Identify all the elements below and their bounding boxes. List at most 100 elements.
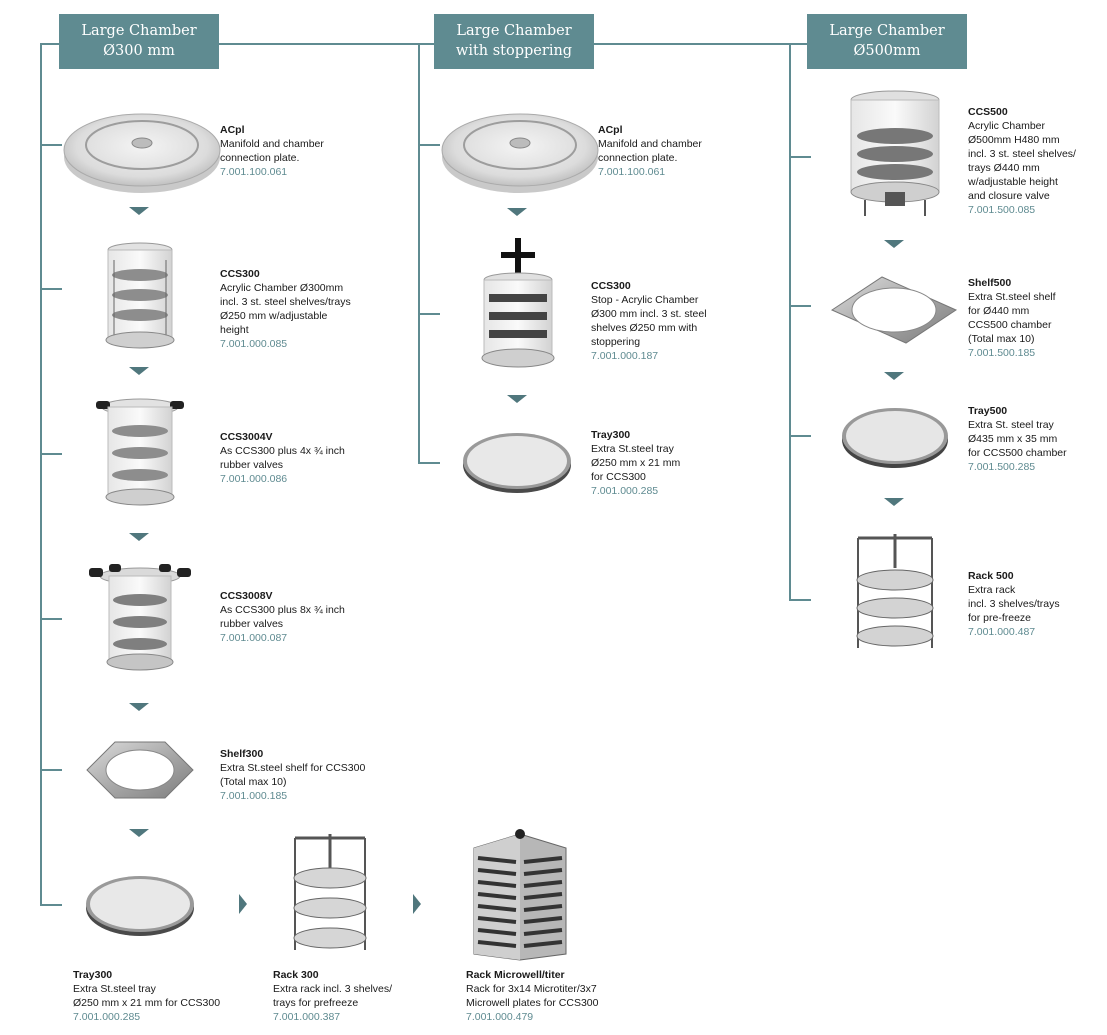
tick bbox=[40, 288, 62, 290]
product-name: ACpl bbox=[220, 124, 245, 136]
product-description: As CCS300 plus 8x ¾ inch rubber valves bbox=[220, 604, 345, 630]
product-tray500: Tray500 Extra St. steel tray Ø435 mm x 3… bbox=[968, 404, 1067, 474]
product-rack500: Rack 500 Extra rack incl. 3 shelves/tray… bbox=[968, 569, 1060, 639]
tray300-image bbox=[86, 876, 194, 936]
product-name: CCS3008V bbox=[220, 590, 273, 602]
rack500-image bbox=[856, 534, 934, 648]
product-code: 7.001.100.061 bbox=[220, 166, 288, 178]
product-code: 7.001.000.086 bbox=[220, 473, 288, 485]
product-name: Tray300 bbox=[73, 969, 113, 981]
product-ccs300-stop: CCS300 Stop - Acrylic Chamber Ø300 mm in… bbox=[591, 279, 707, 363]
header-line1: Large Chamber bbox=[829, 23, 945, 39]
product-name: Rack 300 bbox=[273, 969, 319, 981]
product-description: Acrylic Chamber Ø300mm incl. 3 st. steel… bbox=[220, 282, 351, 336]
header-large-chamber-500: Large Chamber Ø500mm bbox=[807, 14, 967, 69]
product-description: Extra rack incl. 3 shelves/ trays for pr… bbox=[273, 983, 393, 1009]
product-code: 7.001.000.285 bbox=[73, 1011, 141, 1023]
product-name: Rack Microwell/titer bbox=[466, 969, 565, 981]
product-acpl-stoppering: ACpl Manifold and chamber connection pla… bbox=[598, 123, 702, 179]
tick bbox=[40, 144, 62, 146]
arrow-down-icon bbox=[129, 367, 149, 375]
header-line1: Large Chamber bbox=[456, 23, 572, 39]
product-rack300: Rack 300 Extra rack incl. 3 shelves/ tra… bbox=[273, 968, 392, 1024]
arrow-down-icon bbox=[129, 829, 149, 837]
product-description: Manifold and chamber connection plate. bbox=[220, 138, 324, 164]
product-description: Acrylic Chamber Ø500mm H480 mm incl. 3 s… bbox=[968, 120, 1076, 202]
product-description: Extra St.steel shelf for Ø440 mm CCS500 … bbox=[968, 291, 1056, 345]
arrow-down-icon bbox=[129, 703, 149, 711]
tick bbox=[418, 462, 440, 464]
tick bbox=[789, 599, 811, 601]
tick bbox=[40, 904, 62, 906]
product-shelf300: Shelf300 Extra St.steel shelf for CCS300… bbox=[220, 747, 365, 803]
product-name: Tray300 bbox=[591, 429, 631, 441]
tick bbox=[418, 313, 440, 315]
tray500-image bbox=[842, 408, 948, 468]
arrow-down-icon bbox=[884, 498, 904, 506]
product-ccs500: CCS500 Acrylic Chamber Ø500mm H480 mm in… bbox=[968, 105, 1076, 217]
product-tray300: Tray300 Extra St.steel tray Ø250 mm x 21… bbox=[73, 968, 220, 1024]
tick bbox=[40, 769, 62, 771]
arrow-down-icon bbox=[507, 395, 527, 403]
product-name: CCS300 bbox=[591, 280, 631, 292]
product-code: 7.001.000.085 bbox=[220, 338, 288, 350]
product-description: Extra St. steel tray Ø435 mm x 35 mm for… bbox=[968, 419, 1067, 459]
arrow-down-icon bbox=[884, 372, 904, 380]
header-line2: with stoppering bbox=[455, 43, 573, 59]
connector-col3-vertical bbox=[789, 43, 791, 601]
product-name: ACpl bbox=[598, 124, 623, 136]
product-name: CCS500 bbox=[968, 106, 1008, 118]
tick bbox=[789, 156, 811, 158]
connector-top-line bbox=[40, 43, 807, 45]
connector-col1-vertical bbox=[40, 43, 42, 906]
product-code: 7.001.000.487 bbox=[968, 626, 1036, 638]
arrow-down-icon bbox=[129, 533, 149, 541]
product-description: Extra St.steel shelf for CCS300 (Total m… bbox=[220, 762, 366, 788]
ccs300-stop-chamber-image bbox=[481, 238, 555, 368]
product-shelf500: Shelf500 Extra St.steel shelf for Ø440 m… bbox=[968, 276, 1056, 360]
tick bbox=[418, 144, 440, 146]
tick bbox=[40, 618, 62, 620]
product-name: Rack 500 bbox=[968, 570, 1014, 582]
tray300-image bbox=[463, 433, 571, 493]
product-ccs3004v: CCS3004V As CCS300 plus 4x ¾ inch rubber… bbox=[220, 430, 345, 486]
product-description: Rack for 3x14 Microtiter/3x7 Microwell p… bbox=[466, 983, 599, 1009]
header-line2: Ø300 mm bbox=[103, 43, 175, 59]
product-code: 7.001.100.061 bbox=[598, 166, 666, 178]
arrow-down-icon bbox=[507, 208, 527, 216]
product-description: Extra rack incl. 3 shelves/trays for pre… bbox=[968, 584, 1060, 624]
product-ccs3008v: CCS3008V As CCS300 plus 8x ¾ inch rubber… bbox=[220, 589, 345, 645]
product-name: CCS300 bbox=[220, 268, 260, 280]
acpl-plate-image bbox=[63, 113, 221, 193]
arrow-down-icon bbox=[884, 240, 904, 248]
product-code: 7.001.000.285 bbox=[591, 485, 659, 497]
product-name: CCS3004V bbox=[220, 431, 273, 443]
ccs3004v-chamber-image bbox=[96, 398, 184, 506]
product-name: Tray500 bbox=[968, 405, 1008, 417]
arrow-down-icon bbox=[129, 207, 149, 215]
connector-col2-vertical bbox=[418, 43, 420, 464]
shelf500-image bbox=[830, 276, 958, 344]
product-code: 7.001.000.479 bbox=[466, 1011, 534, 1023]
ccs3008v-chamber-image bbox=[89, 564, 191, 671]
header-large-chamber-stoppering: Large Chamber with stoppering bbox=[434, 14, 594, 69]
rack300-image bbox=[293, 834, 367, 950]
product-name: Shelf300 bbox=[220, 748, 264, 760]
arrow-right-icon bbox=[239, 894, 247, 914]
product-name: Shelf500 bbox=[968, 277, 1012, 289]
product-description: Extra St.steel tray Ø250 mm x 21 mm for … bbox=[73, 983, 221, 1009]
product-code: 7.001.500.285 bbox=[968, 461, 1036, 473]
product-code: 7.001.500.085 bbox=[968, 204, 1036, 216]
tick bbox=[40, 453, 62, 455]
product-description: As CCS300 plus 4x ¾ inch rubber valves bbox=[220, 445, 345, 471]
rack-microwell-image bbox=[473, 829, 567, 961]
header-line2: Ø500mm bbox=[853, 43, 921, 59]
product-code: 7.001.000.087 bbox=[220, 632, 288, 644]
product-code: 7.001.000.185 bbox=[220, 790, 288, 802]
header-line1: Large Chamber bbox=[81, 23, 197, 39]
shelf300-image bbox=[86, 741, 194, 799]
ccs300-chamber-image bbox=[105, 242, 175, 349]
product-code: 7.001.000.387 bbox=[273, 1011, 341, 1023]
product-rack-microwell: Rack Microwell/titer Rack for 3x14 Micro… bbox=[466, 968, 598, 1024]
tick bbox=[789, 305, 811, 307]
